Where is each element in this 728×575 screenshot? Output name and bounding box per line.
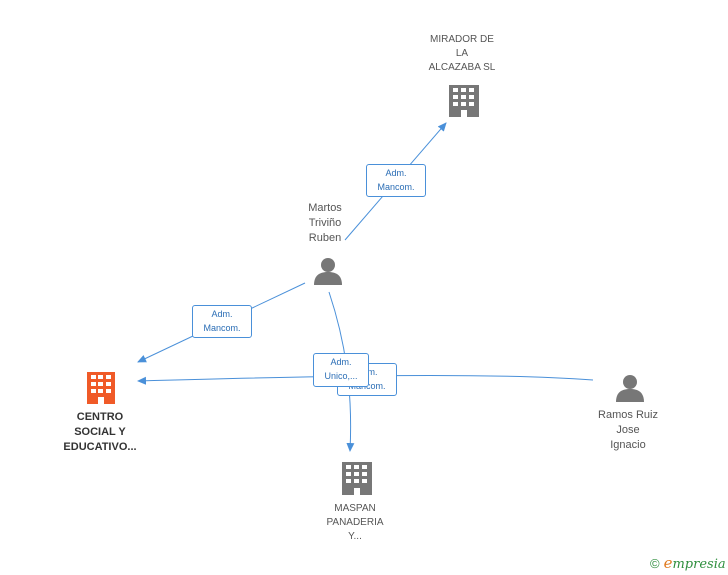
node-label-ramos[interactable]: Ramos Ruiz Jose Ignacio xyxy=(598,409,658,451)
building-icon-focus[interactable] xyxy=(87,372,115,404)
node-label-centro[interactable]: CENTRO SOCIAL Y EDUCATIVO... xyxy=(63,411,137,453)
building-icon[interactable] xyxy=(449,85,479,117)
node-label-mirador[interactable]: MIRADOR DE LA ALCAZABA SL xyxy=(428,34,496,73)
footer-brand[interactable]: ©empresia xyxy=(650,554,726,572)
node-label-martos[interactable]: Martos Triviño Ruben xyxy=(308,202,342,244)
edge-label-martos-maspan[interactable]: Adm. Unico,... xyxy=(313,353,369,387)
brand-logo-initial: e xyxy=(663,554,673,572)
brand-logo-text: mpresia xyxy=(672,557,726,572)
person-icon[interactable] xyxy=(616,375,644,402)
person-icon[interactable] xyxy=(314,258,342,285)
node-label-maspan[interactable]: MASPAN PANADERIA Y... xyxy=(326,503,384,542)
copyright-symbol: © xyxy=(650,556,660,571)
building-icon[interactable] xyxy=(342,462,372,495)
edge-label-martos-mirador[interactable]: Adm. Mancom. xyxy=(366,164,426,197)
edge-label-martos-centro[interactable]: Adm. Mancom. xyxy=(192,305,252,338)
